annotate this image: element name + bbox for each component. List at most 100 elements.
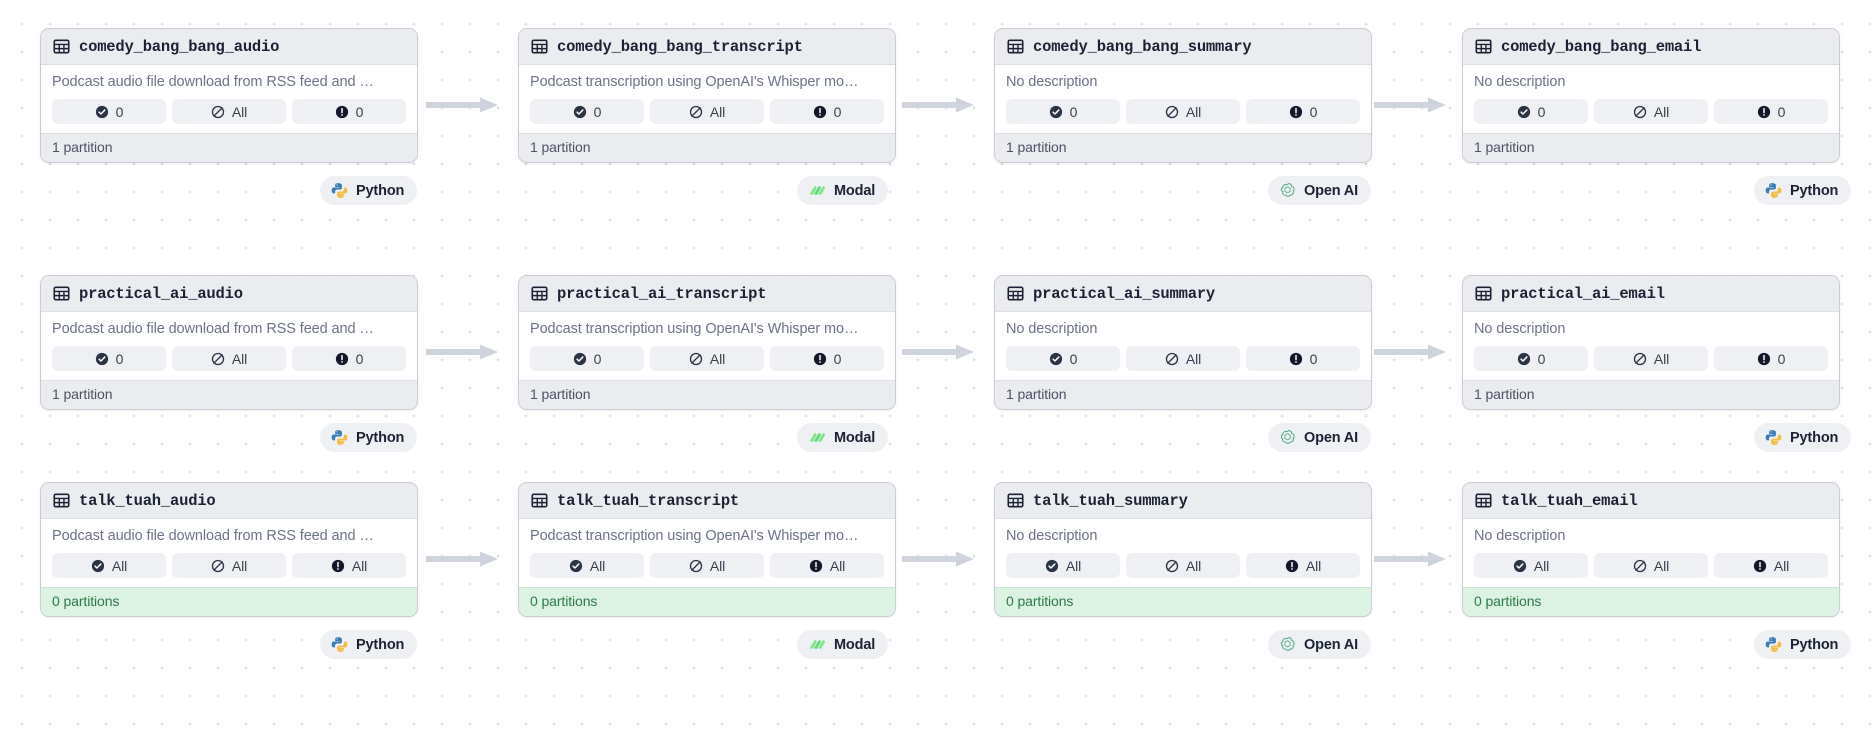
asset-card-header[interactable]: practical_ai_transcript bbox=[519, 276, 895, 312]
openai-logo-icon bbox=[1279, 182, 1296, 199]
status-chip-slash-circle[interactable]: All bbox=[1126, 99, 1240, 124]
status-chip-value: All bbox=[1653, 103, 1670, 120]
status-chip-alert-circle[interactable]: 0 bbox=[1714, 99, 1828, 124]
status-chip-alert-circle[interactable]: 0 bbox=[292, 346, 406, 371]
asset-card-header[interactable]: talk_tuah_email bbox=[1463, 483, 1839, 519]
asset-card-header[interactable]: talk_tuah_summary bbox=[995, 483, 1371, 519]
asset-card-header[interactable]: talk_tuah_transcript bbox=[519, 483, 895, 519]
status-chip-alert-circle[interactable]: 0 bbox=[1246, 99, 1360, 124]
asset-description: No description bbox=[1474, 528, 1566, 544]
status-chip-value: 0 bbox=[593, 350, 602, 367]
slash-circle-icon bbox=[211, 352, 225, 366]
table-icon bbox=[53, 492, 70, 509]
status-chip-alert-circle[interactable]: All bbox=[1246, 553, 1360, 578]
compute-kind-badge[interactable]: Modal bbox=[797, 176, 889, 205]
status-chip-check-circle[interactable]: 0 bbox=[1006, 346, 1120, 371]
status-chip-slash-circle[interactable]: All bbox=[1126, 553, 1240, 578]
compute-kind-badge[interactable]: Modal bbox=[797, 630, 889, 659]
asset-card-header[interactable]: comedy_bang_bang_transcript bbox=[519, 29, 895, 65]
compute-kind-badge[interactable]: Python bbox=[320, 176, 418, 205]
status-chip-alert-circle[interactable]: 0 bbox=[1246, 346, 1360, 371]
status-chip-slash-circle[interactable]: All bbox=[1594, 99, 1708, 124]
status-chip-slash-circle[interactable]: All bbox=[650, 553, 764, 578]
status-chip-alert-circle[interactable]: 0 bbox=[1714, 346, 1828, 371]
status-chip-check-circle[interactable]: 0 bbox=[530, 346, 644, 371]
table-icon bbox=[531, 38, 548, 55]
compute-kind-badge[interactable]: Python bbox=[1754, 423, 1852, 452]
table-icon bbox=[1007, 285, 1024, 302]
openai-logo-icon bbox=[1279, 429, 1296, 446]
asset-card-header[interactable]: comedy_bang_bang_email bbox=[1463, 29, 1839, 65]
modal-logo-icon bbox=[808, 184, 826, 198]
status-chip-alert-circle[interactable]: 0 bbox=[770, 99, 884, 124]
status-chip-slash-circle[interactable]: All bbox=[650, 99, 764, 124]
check-circle-icon bbox=[91, 559, 105, 573]
slash-circle-icon bbox=[1165, 105, 1179, 119]
asset-card-header[interactable]: comedy_bang_bang_audio bbox=[41, 29, 417, 65]
status-chip-check-circle[interactable]: 0 bbox=[1474, 99, 1588, 124]
compute-kind-badge[interactable]: Open AI bbox=[1268, 630, 1371, 659]
status-chip-alert-circle[interactable]: 0 bbox=[292, 99, 406, 124]
asset-card-header[interactable]: practical_ai_summary bbox=[995, 276, 1371, 312]
compute-kind-badge[interactable]: Python bbox=[320, 630, 418, 659]
status-chip-slash-circle[interactable]: All bbox=[1594, 553, 1708, 578]
asset-name: comedy_bang_bang_email bbox=[1501, 37, 1702, 56]
status-chip-alert-circle[interactable]: All bbox=[770, 553, 884, 578]
status-chip-check-circle[interactable]: All bbox=[1474, 553, 1588, 578]
status-chip-slash-circle[interactable]: All bbox=[172, 346, 286, 371]
check-circle-icon bbox=[569, 559, 583, 573]
compute-kind-badge[interactable]: Open AI bbox=[1268, 423, 1371, 452]
status-chip-check-circle[interactable]: 0 bbox=[530, 99, 644, 124]
status-chip-value: All bbox=[1185, 557, 1202, 574]
asset-card-header[interactable]: practical_ai_email bbox=[1463, 276, 1839, 312]
status-chip-check-circle[interactable]: All bbox=[1006, 553, 1120, 578]
status-chip-slash-circle[interactable]: All bbox=[172, 553, 286, 578]
status-chip-alert-circle[interactable]: All bbox=[292, 553, 406, 578]
asset-card-header[interactable]: practical_ai_audio bbox=[41, 276, 417, 312]
compute-kind-badge[interactable]: Open AI bbox=[1268, 176, 1371, 205]
status-chip-value: All bbox=[1533, 557, 1550, 574]
status-chip-slash-circle[interactable]: All bbox=[1126, 346, 1240, 371]
asset-partition-count: 0 partitions bbox=[995, 587, 1371, 616]
status-chip-alert-circle[interactable]: All bbox=[1714, 553, 1828, 578]
table-icon bbox=[1475, 492, 1492, 509]
dependency-arrow bbox=[1372, 343, 1448, 366]
status-chip-slash-circle[interactable]: All bbox=[172, 99, 286, 124]
compute-kind-badge[interactable]: Python bbox=[1754, 630, 1852, 659]
asset-card-header[interactable]: talk_tuah_audio bbox=[41, 483, 417, 519]
asset-partition-count: 1 partition bbox=[1463, 380, 1839, 409]
slash-circle-icon bbox=[689, 105, 703, 119]
status-chip-alert-circle[interactable]: 0 bbox=[770, 346, 884, 371]
compute-kind-badge[interactable]: Modal bbox=[797, 423, 889, 452]
asset-card-header[interactable]: comedy_bang_bang_summary bbox=[995, 29, 1371, 65]
status-chip-check-circle[interactable]: 0 bbox=[1474, 346, 1588, 371]
status-chip-check-circle[interactable]: 0 bbox=[52, 99, 166, 124]
status-chip-check-circle[interactable]: All bbox=[530, 553, 644, 578]
status-chip-check-circle[interactable]: All bbox=[52, 553, 166, 578]
status-chip-slash-circle[interactable]: All bbox=[650, 346, 764, 371]
compute-kind-badge[interactable]: Python bbox=[1754, 176, 1852, 205]
compute-kind-badge[interactable]: Python bbox=[320, 423, 418, 452]
status-chip-check-circle[interactable]: 0 bbox=[1006, 99, 1120, 124]
status-chip-slash-circle[interactable]: All bbox=[1594, 346, 1708, 371]
status-chip-value: 0 bbox=[833, 103, 842, 120]
status-chip-value: All bbox=[231, 350, 248, 367]
status-chip-check-circle[interactable]: 0 bbox=[52, 346, 166, 371]
